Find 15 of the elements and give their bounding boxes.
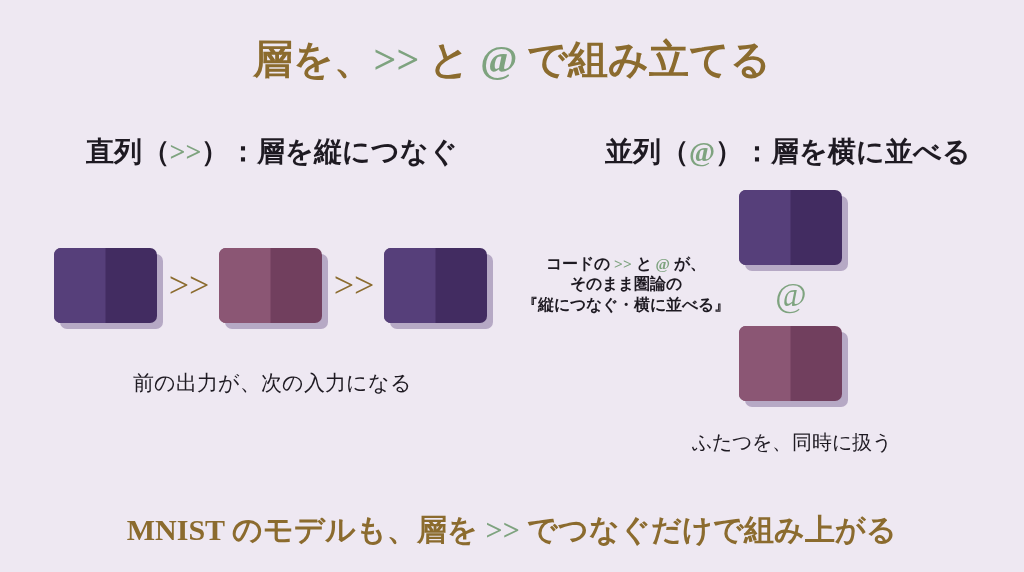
- section-heading: 並列（@）：層を横に並べる: [605, 135, 971, 169]
- operator-symbol: >>: [333, 264, 375, 308]
- operator-symbol: >>: [168, 264, 210, 308]
- layer-box: [384, 248, 493, 329]
- note-text: コードの >> と @ が、そのまま圏論の『縦につなぐ・横に並べる』: [521, 254, 731, 316]
- caption: 前の出力が、次の入力になる: [132, 370, 412, 396]
- section-heading: 直列（>>）：層を縦につなぐ: [85, 135, 459, 169]
- layer-box: [54, 248, 163, 329]
- layer-box: [739, 190, 848, 271]
- title: 層を、>> と @ で組み立てる: [252, 36, 772, 84]
- layer-box: [739, 326, 848, 407]
- operator-symbol: @: [775, 274, 807, 316]
- caption: ふたつを、同時に扱う: [692, 430, 892, 454]
- caption: MNIST のモデルも、層を >> でつなぐだけで組み上がる: [126, 512, 898, 548]
- layer-box: [219, 248, 328, 329]
